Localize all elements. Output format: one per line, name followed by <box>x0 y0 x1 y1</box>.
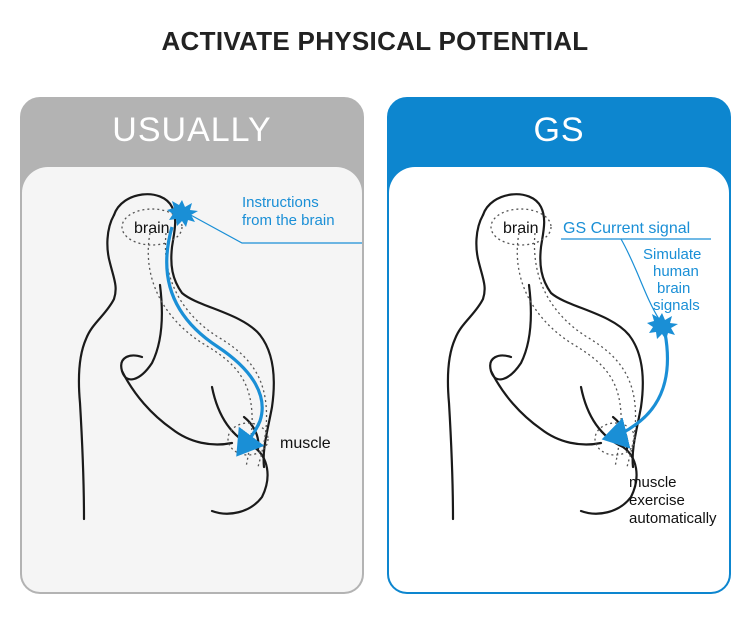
muscle-exercise-line3: automatically <box>629 510 717 527</box>
gs-panel-body: brain GS Current signal Simulate human b… <box>389 167 729 592</box>
simulate-label-line3: brain <box>657 280 690 297</box>
gs-panel: GS <box>387 97 731 594</box>
gs-header: GS <box>389 111 729 150</box>
gs-diagram: brain GS Current signal Simulate human b… <box>389 167 729 592</box>
muscle-exercise-line1: muscle <box>629 474 677 491</box>
usually-header: USUALLY <box>22 111 362 150</box>
simulate-label-line1: Simulate <box>643 246 701 263</box>
instruction-label-line1: Instructions <box>242 194 319 211</box>
simulate-label-line2: human <box>653 263 699 280</box>
brain-signal-star <box>167 200 198 227</box>
muscle-label: muscle <box>280 435 331 452</box>
nerve-path-inner <box>165 233 266 467</box>
page-title: ACTIVATE PHYSICAL POTENTIAL <box>0 26 750 57</box>
signal-arrow <box>167 227 262 449</box>
gs-signal-label: GS Current signal <box>563 220 690 237</box>
brain-label: brain <box>503 220 539 237</box>
usually-diagram: brain Instructions from the brain muscle <box>22 167 362 592</box>
usually-panel: USUALLY <box>20 97 364 594</box>
instruction-label-line2: from the brain <box>242 212 335 229</box>
nerve-path-inner <box>534 233 635 467</box>
gs-signal-star <box>647 313 678 340</box>
gs-signal-arrow <box>611 333 667 437</box>
brain-label: brain <box>134 220 170 237</box>
usually-panel-body: brain Instructions from the brain muscle <box>22 167 362 592</box>
simulate-label-line4: signals <box>653 297 700 314</box>
muscle-exercise-line2: exercise <box>629 492 685 509</box>
